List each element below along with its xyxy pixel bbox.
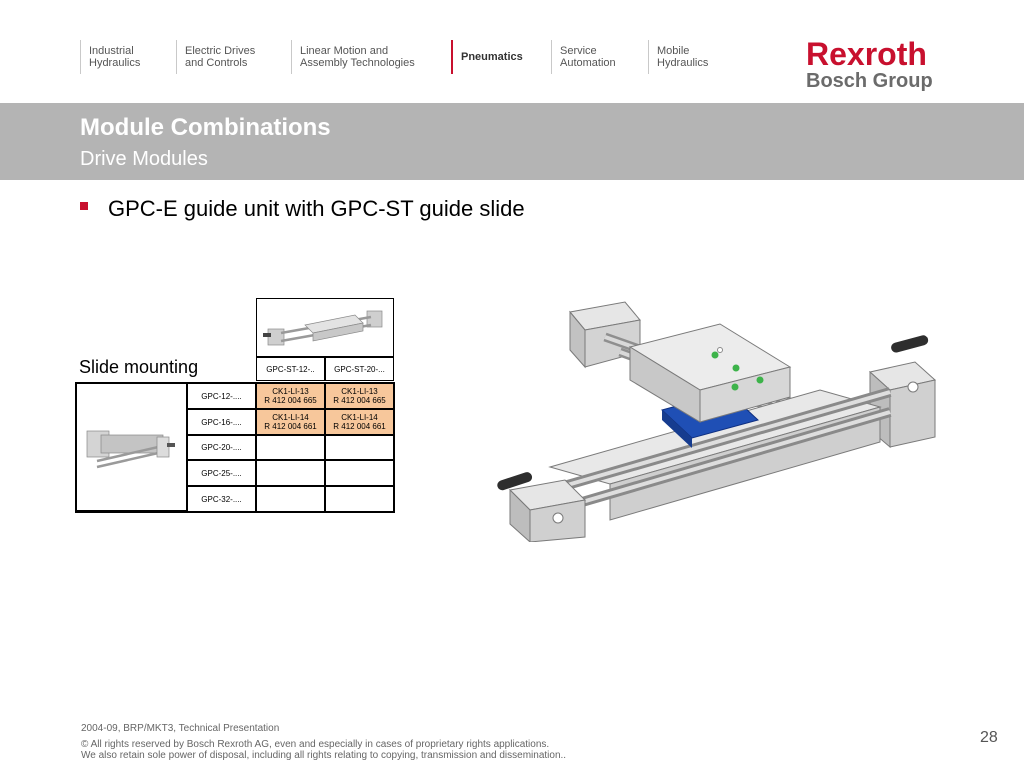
cell-number: R 412 004 661 bbox=[333, 422, 386, 431]
nav-label-line1: Service bbox=[560, 45, 597, 57]
cell-part: CK1-LI-13 bbox=[341, 387, 378, 396]
compatibility-table: GPC-ST-12-.. GPC-ST-20-... GPC-12-.... C… bbox=[75, 298, 395, 514]
table-cell bbox=[256, 435, 325, 460]
nav-industrial-hydraulics[interactable]: Industrial Hydraulics bbox=[80, 40, 140, 74]
footer-copyright: © All rights reserved by Bosch Rexroth A… bbox=[81, 739, 566, 761]
page-number: 28 bbox=[980, 729, 998, 746]
nav-label-line2: Hydraulics bbox=[657, 57, 709, 69]
nav-label-line1: Industrial bbox=[89, 45, 134, 57]
nav-label-line1: Electric Drives bbox=[185, 45, 256, 57]
bullet-point: GPC-E guide unit with GPC-ST guide slide bbox=[80, 196, 525, 222]
nav-label-line1: Mobile bbox=[657, 45, 690, 57]
nav-label-line2: and Controls bbox=[185, 57, 248, 69]
row-label: GPC-25-.... bbox=[187, 460, 256, 486]
cell-part: CK1-LI-14 bbox=[272, 413, 309, 422]
table-cell bbox=[325, 460, 394, 486]
column-header: GPC-ST-12-.. bbox=[256, 357, 325, 381]
nav-label-line1: Pneumatics bbox=[461, 51, 523, 63]
page-title: Module Combinations bbox=[80, 114, 331, 141]
table-cell bbox=[325, 435, 394, 460]
nav-mobile-hydraulics[interactable]: Mobile Hydraulics bbox=[648, 40, 708, 74]
cell-number: R 412 004 665 bbox=[333, 396, 386, 405]
slide-mounting-label: Slide mounting bbox=[79, 357, 199, 377]
nav-service-automation[interactable]: Service Automation bbox=[551, 40, 616, 74]
row-label: GPC-32-.... bbox=[187, 486, 256, 512]
row-label: GPC-12-.... bbox=[187, 383, 256, 409]
column-header: GPC-ST-20-... bbox=[325, 357, 394, 381]
nav-label-line2: Automation bbox=[560, 57, 616, 69]
bullet-text: GPC-E guide unit with GPC-ST guide slide bbox=[108, 196, 525, 221]
row-label: GPC-20-.... bbox=[187, 435, 256, 460]
footer-copyright-line1: © All rights reserved by Bosch Rexroth A… bbox=[81, 739, 550, 750]
nav-label-line2: Assembly Technologies bbox=[300, 57, 415, 69]
division-nav: Industrial Hydraulics Electric Drives an… bbox=[0, 40, 780, 74]
nav-linear-motion[interactable]: Linear Motion and Assembly Technologies bbox=[291, 40, 415, 74]
cell-part: CK1-LI-14 bbox=[341, 413, 378, 422]
guide-unit-image bbox=[86, 430, 175, 469]
footer-meta: 2004-09, BRP/MKT3, Technical Presentatio… bbox=[81, 723, 280, 734]
cell-part: CK1-LI-13 bbox=[272, 387, 309, 396]
cell-number: R 412 004 661 bbox=[264, 422, 317, 431]
guide-slide-image bbox=[263, 310, 383, 345]
table-cell bbox=[325, 486, 394, 512]
footer-copyright-line2: We also retain sole power of disposal, i… bbox=[81, 750, 567, 761]
title-bar bbox=[0, 103, 1024, 180]
slide-image-cell bbox=[256, 298, 394, 357]
logo-sub: Bosch Group bbox=[806, 70, 933, 92]
page-subtitle: Drive Modules bbox=[80, 148, 208, 170]
nav-pneumatics[interactable]: Pneumatics bbox=[451, 40, 523, 74]
logo-brand: Rexroth bbox=[806, 36, 927, 72]
table-cell bbox=[256, 486, 325, 512]
cell-number: R 412 004 665 bbox=[264, 396, 317, 405]
table-cell bbox=[256, 460, 325, 486]
row-label: GPC-16-.... bbox=[187, 409, 256, 435]
nav-label-line2: Hydraulics bbox=[89, 57, 141, 69]
nav-electric-drives[interactable]: Electric Drives and Controls bbox=[176, 40, 255, 74]
cylinder-image-cell bbox=[75, 383, 187, 511]
rexroth-logo: Rexroth Bosch Group bbox=[806, 38, 946, 92]
nav-label-line1: Linear Motion and bbox=[300, 45, 389, 57]
bullet-square-icon bbox=[80, 202, 88, 210]
gpc-guide-unit-illustration bbox=[497, 301, 937, 542]
